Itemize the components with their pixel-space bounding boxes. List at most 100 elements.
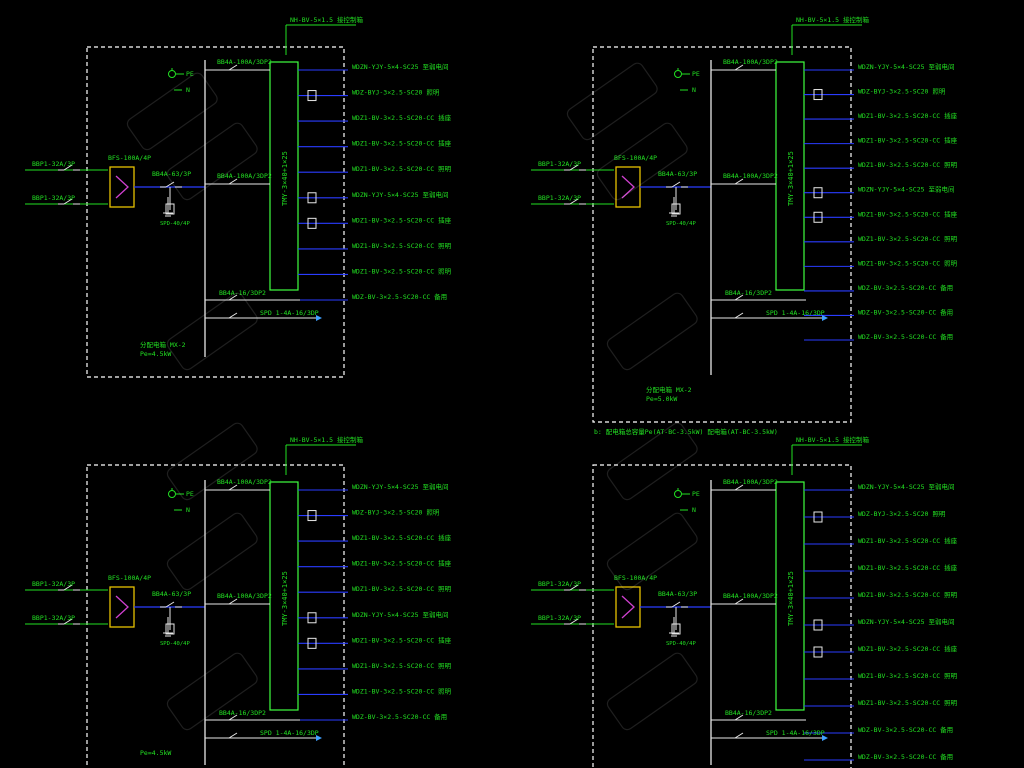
incoming-breaker-label: BBP1-32A/3P [538,580,581,588]
branch-breaker-icon [223,178,245,185]
feeder-label: WDZ1-BV-3×2.5-SC20-CC 插座 [858,563,958,572]
feeder-label: WDZ-BYJ-3×2.5-SC20 照明 [352,89,440,97]
bottom-breaker-icon [223,294,245,301]
watermark-stamp [606,512,698,591]
incoming-breaker-icon [58,618,80,625]
incoming-breaker-label: BBP1-32A/3P [32,160,75,168]
incoming-breaker-icon [58,164,80,171]
arrow-icon [822,735,828,741]
bottom-breaker-label: BB4A-16/3DP2 [725,289,772,297]
rcd-icon [813,187,823,199]
feeder-label: WDZ-BV-3×2.5-SC20-CC 备用 [352,712,447,721]
footer-note: Pe=5.0kW [646,395,677,403]
branch-breaker-icon [729,484,751,491]
feeder-label: WDZ1-BV-3×2.5-SC20-CC 插座 [858,536,958,545]
incoming-breaker-icon [58,198,80,205]
rcd-icon [307,90,317,102]
feeder-label: WDZ1-BV-3×2.5-SC20-CC 照明 [858,591,958,599]
branch-breaker-icon [223,484,245,491]
bottom-breaker-icon [729,294,751,301]
busbar-label: TMY-3×40+1×25 [281,151,289,206]
main-breaker-label: BB4A-63/3P [152,170,191,178]
pe-label: PE [186,70,194,78]
arrow-icon [822,315,828,321]
ats-transfer-icon [115,595,129,619]
spd-icon [165,203,175,215]
rcd-icon [307,510,317,522]
branch-breaker-icon [223,598,245,605]
branch-breaker-label: BB4A-100A/3DP2 [723,478,778,486]
spd-label: SPD-40/4P [160,221,190,227]
feeder-label: WDZ1-BV-3×2.5-SC20-CC 插座 [352,113,452,122]
feeder-label: WDZ1-BV-3×2.5-SC20-CC 插座 [352,139,452,148]
copper-busbar [775,481,805,711]
watermark-stamp [166,422,258,501]
footer-note: Pe=4.5kW [140,350,171,358]
bottom-breaker-icon [223,714,245,721]
feeder-label: WDZN-YJY-5×4-SC25 至弱电间 [352,62,448,71]
feeder-label: WDZN-YJY-5×4-SC25 至弱电间 [352,190,448,199]
panel-top-right: NH-BV-5×1.5 接控制箱PENBBP1-32A/3PBBP1-32A/3… [531,15,958,436]
header-cable-label: NH-BV-5×1.5 接控制箱 [796,15,869,24]
ats-transfer-icon [115,175,129,199]
incoming-breaker-label: BBP1-32A/3P [32,614,75,622]
rcd-icon [813,511,823,523]
feeder-label: WDZN-YJY-5×4-SC25 至弱电间 [858,185,954,194]
copper-busbar [269,61,299,291]
spd-out-breaker-icon [223,732,245,739]
rcd-icon [307,612,317,624]
rcd-icon [813,619,823,631]
feeder-label: WDZN-YJY-5×4-SC25 至弱电间 [858,62,954,71]
n-label: N [692,86,696,94]
watermark-stamp [606,422,698,501]
ats-label: BFS-100A/4P [614,574,657,582]
feeder-label: WDZ-BV-3×2.5-SC20-CC 备用 [858,752,953,761]
watermark-stamp [166,122,258,201]
feeder-label: WDZ-BV-3×2.5-SC20-CC 备用 [352,292,447,301]
main-breaker-icon [160,181,182,188]
incoming-breaker-label: BBP1-32A/3P [538,160,581,168]
panel-top-left: NH-BV-5×1.5 接控制箱PENBBP1-32A/3PBBP1-32A/3… [25,15,452,378]
incoming-breaker-label: BBP1-32A/3P [538,194,581,202]
feeder-label: WDZ1-BV-3×2.5-SC20-CC 照明 [352,687,452,695]
branch-breaker-icon [729,598,751,605]
feeder-label: WDZ-BYJ-3×2.5-SC20 照明 [352,509,440,517]
feeder-label: WDZ1-BV-3×2.5-SC20-CC 插座 [352,635,452,644]
feeder-label: WDZN-YJY-5×4-SC25 至弱电间 [352,482,448,491]
bottom-breaker-icon [729,714,751,721]
footer-note: 分配电箱 MX-2 [140,340,186,349]
arrow-icon [316,735,322,741]
arrow-icon [316,315,322,321]
bottom-breaker-label: BB4A-16/3DP2 [219,709,266,717]
feeder-label: WDZN-YJY-5×4-SC25 至弱电间 [858,617,954,626]
watermark-stamp [166,512,258,591]
panel-caption: b: 配电箱总容量Pe(AT-BC-3.5kW) 配电箱(AT-BC-3.5kW… [594,427,778,436]
busbar-label: TMY-3×40+1×25 [787,571,795,626]
branch-breaker-icon [729,178,751,185]
feeder-label: WDZ1-BV-3×2.5-SC20-CC 插座 [858,111,958,120]
incoming-breaker-icon [564,198,586,205]
panels-layer: NH-BV-5×1.5 接控制箱 PE N BBP1-32A/3P BBP1-32A/3… [25,15,958,768]
enclosure-frame [86,464,345,768]
spd-icon [671,623,681,635]
watermark-stamp [606,292,698,371]
feeder-label: WDZ1-BV-3×2.5-SC20-CC 插座 [858,644,958,653]
feeder-label: WDZ1-BV-3×2.5-SC20-CC 照明 [858,699,958,707]
incoming-breaker-icon [564,164,586,171]
rcd-icon [307,637,317,649]
bottom-breaker-label: BB4A-16/3DP2 [725,709,772,717]
feeder-label: WDZ1-BV-3×2.5-SC20-CC 照明 [352,165,452,173]
spd-icon [165,623,175,635]
branch-breaker-label: BB4A-100A/3DP2 [217,172,272,180]
rcd-icon [813,646,823,658]
n-label: N [186,506,190,514]
n-label: N [692,506,696,514]
incoming-breaker-icon [564,584,586,591]
feeder-label: WDZ-BV-3×2.5-SC20-CC 备用 [858,307,953,316]
spd-icon [671,203,681,215]
main-breaker-icon [160,601,182,608]
enclosure-frame [592,464,852,768]
ats-transfer-icon [621,595,635,619]
branch-breaker-label: BB4A-100A/3DP2 [217,58,272,66]
feeder-label: WDZ1-BV-3×2.5-SC20-CC 照明 [352,585,452,593]
